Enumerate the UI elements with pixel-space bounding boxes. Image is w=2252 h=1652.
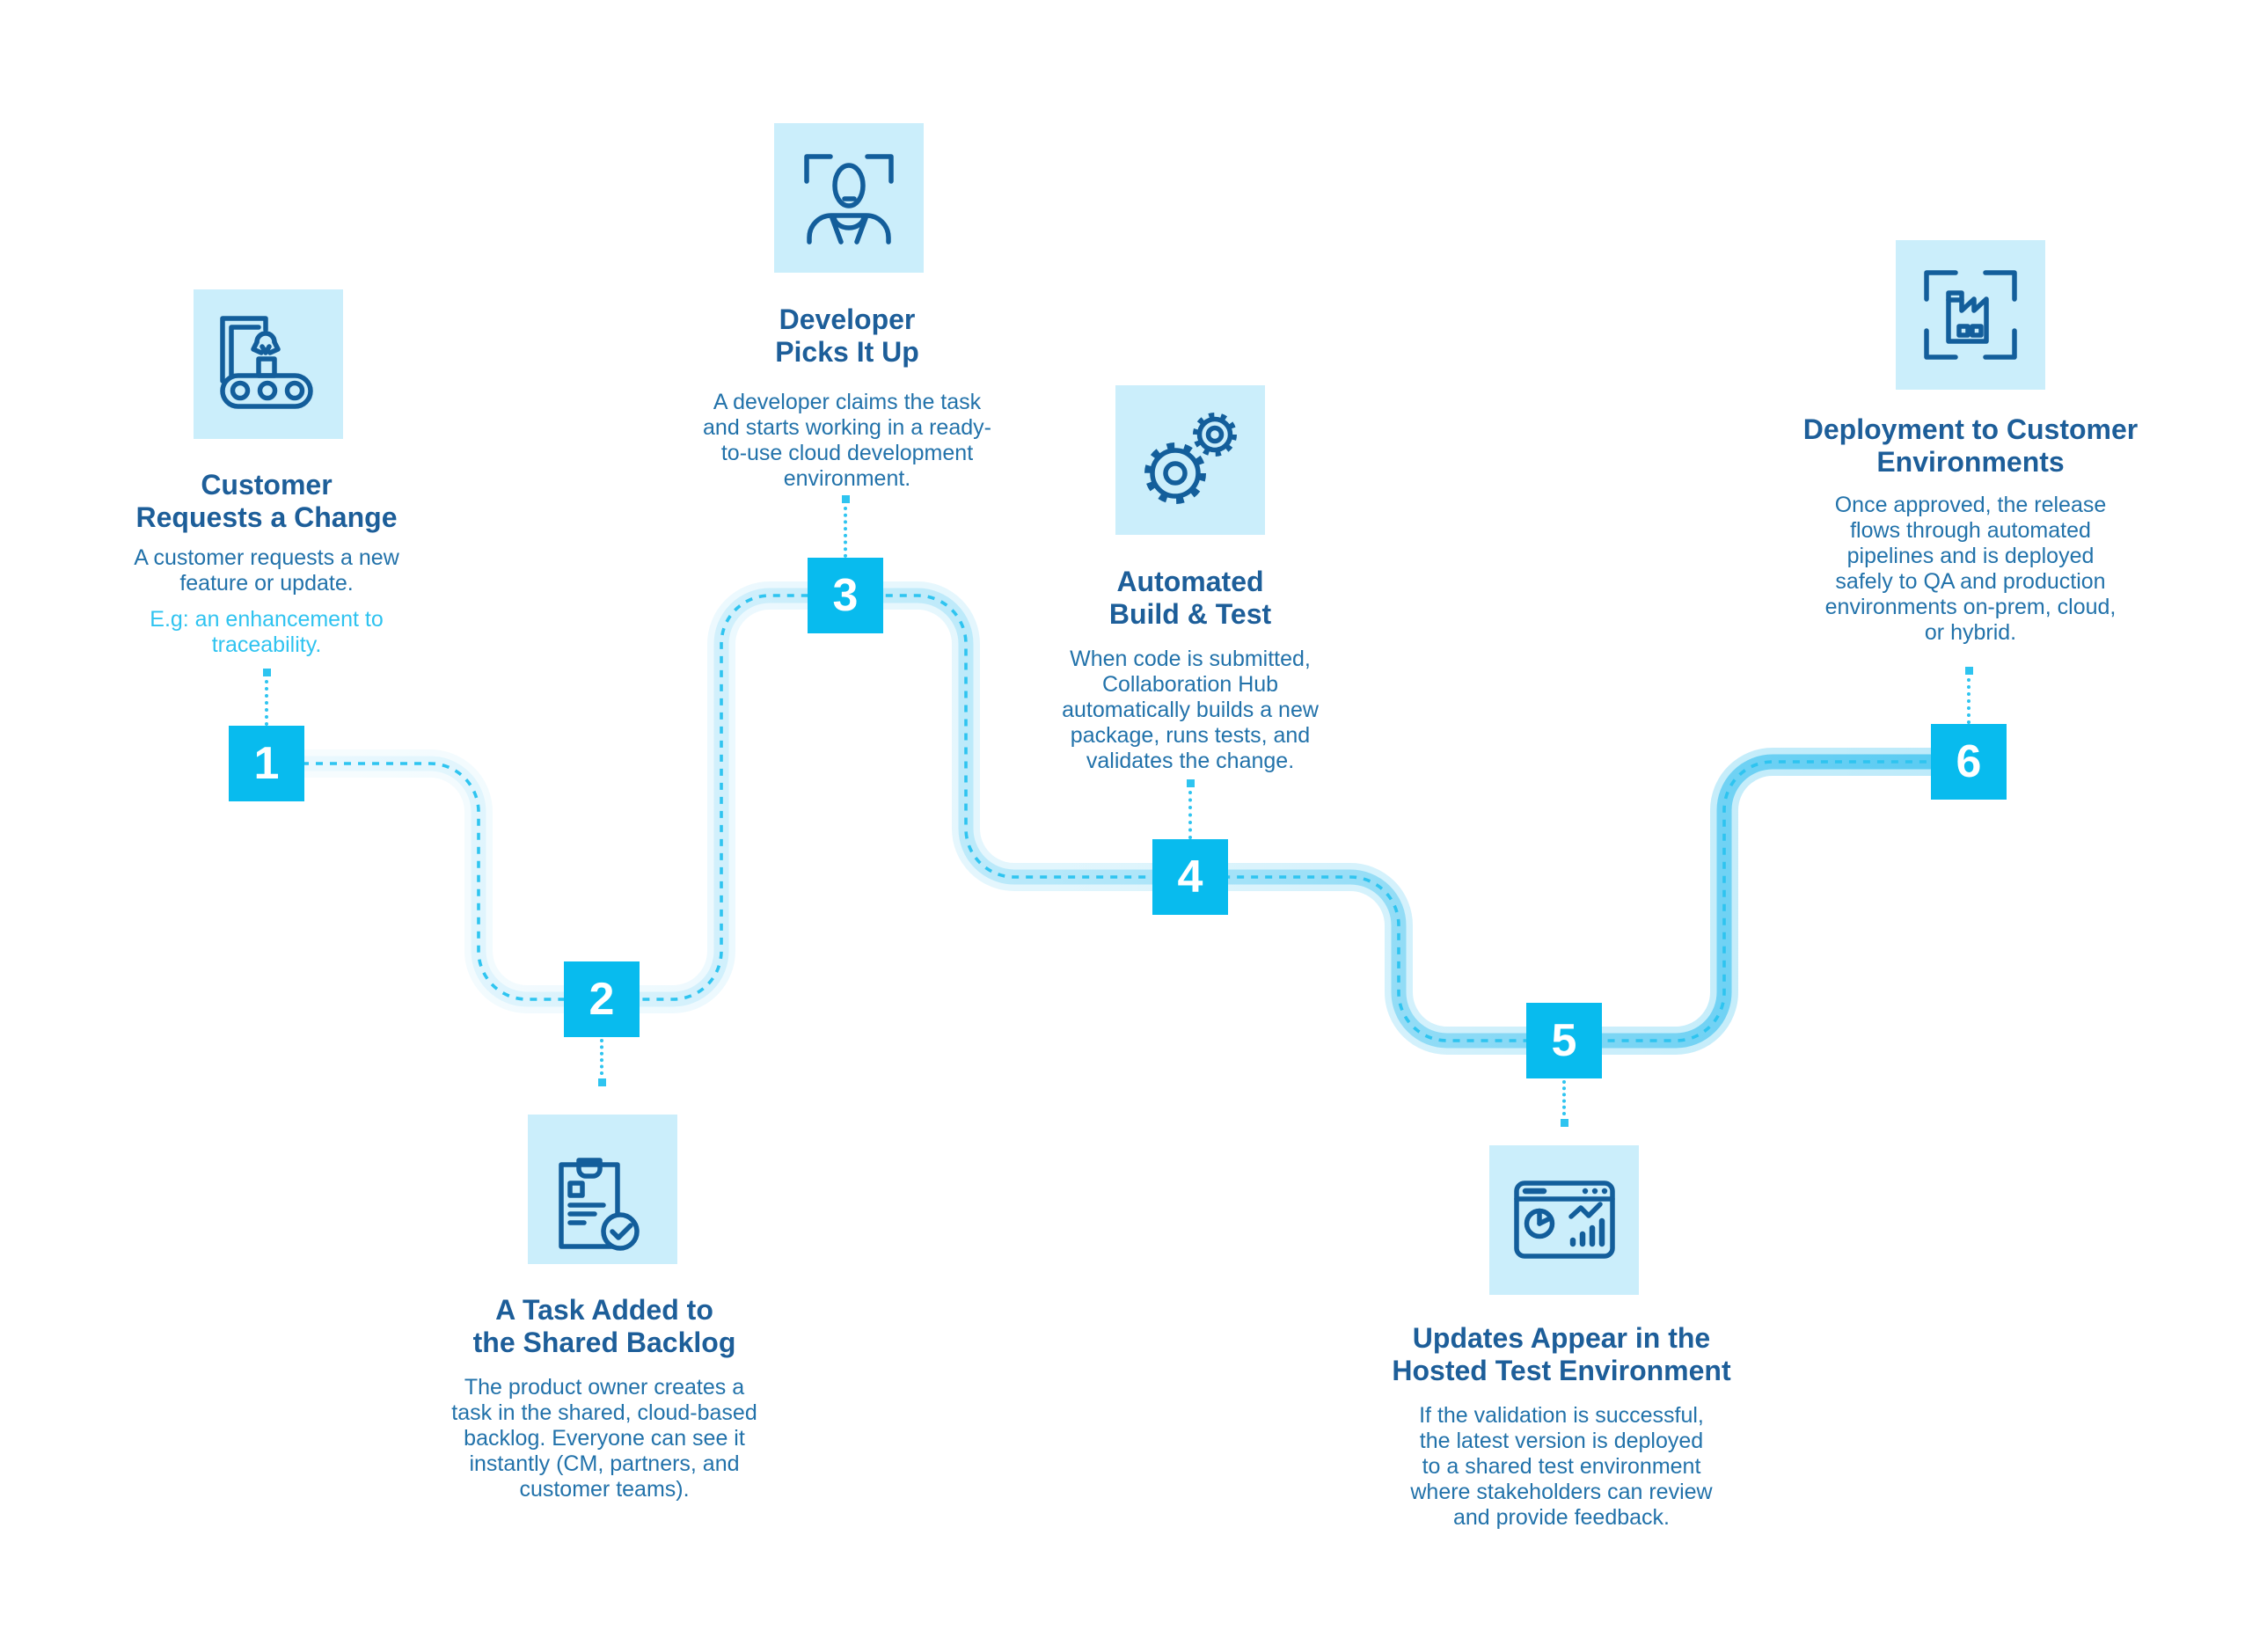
step2-number-badge: 2	[564, 961, 640, 1037]
step1-connector-line	[265, 680, 268, 726]
step1-connector-dot	[263, 669, 271, 676]
step3-title: Developer Picks It Up	[775, 303, 919, 368]
factory-deploy-icon	[1924, 270, 2017, 360]
step3-connector-line	[844, 507, 847, 558]
step4-title: Automated Build & Test	[1108, 566, 1272, 630]
step6-connector-dot	[1965, 667, 1973, 675]
step5-description: If the validation is successful, the lat…	[1410, 1403, 1713, 1530]
step6-icon-tile	[1896, 240, 2045, 390]
step2-connector-line	[600, 1039, 603, 1075]
step1-title: Customer Requests a Change	[135, 469, 398, 533]
step5-title: Updates Appear in the Hosted Test Enviro…	[1392, 1322, 1731, 1386]
step3-connector-dot	[842, 495, 850, 503]
step4-number-badge: 4	[1152, 839, 1228, 915]
step3-icon-tile	[774, 123, 924, 273]
step3-number-badge: 3	[808, 558, 883, 633]
step3-description: A developer claims the task and starts w…	[703, 390, 991, 491]
step5-connector-dot	[1561, 1119, 1568, 1127]
step1-number-badge: 1	[229, 726, 304, 801]
step6-title: Deployment to Customer Environments	[1802, 413, 2139, 478]
step6-number-badge: 6	[1931, 724, 2007, 800]
step1-icon-tile	[194, 289, 343, 439]
conveyor-claw-icon	[220, 316, 313, 409]
step2-connector-dot	[598, 1078, 606, 1086]
step2-title: A Task Added to the Shared Backlog	[472, 1294, 736, 1358]
test-dashboard-icon	[1514, 1181, 1615, 1259]
step1-example-note: E.g: an enhancement to traceability.	[150, 607, 384, 657]
developer-focus-icon	[804, 154, 894, 245]
step1-description: A customer requests a new feature or upd…	[134, 545, 399, 596]
step6-connector-line	[1967, 678, 1970, 724]
step6-description: Once approved, the release flows through…	[1824, 493, 2117, 645]
step4-description: When code is submitted, Collaboration Hu…	[1062, 647, 1319, 773]
step5-connector-line	[1562, 1080, 1566, 1115]
step4-connector-dot	[1187, 779, 1195, 787]
step2-icon-tile	[528, 1115, 677, 1264]
step5-number-badge: 5	[1526, 1003, 1602, 1078]
step5-icon-tile	[1489, 1145, 1639, 1295]
task-clipboard-check-icon	[559, 1158, 640, 1251]
step2-description: The product owner creates a task in the …	[451, 1375, 757, 1502]
gears-icon	[1144, 413, 1237, 504]
step4-connector-line	[1188, 791, 1192, 839]
step4-icon-tile	[1115, 385, 1265, 535]
